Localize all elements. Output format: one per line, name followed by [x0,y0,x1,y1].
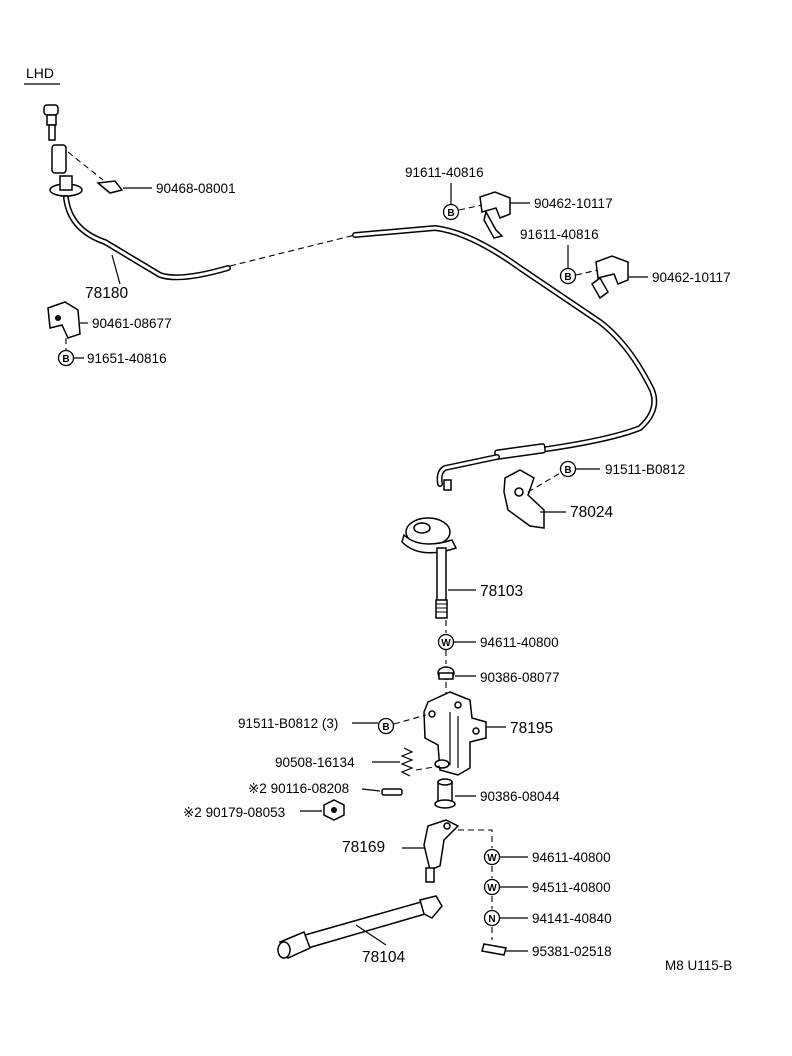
bolt-badge-91511-3 [377,717,395,735]
svg-text:W: W [487,853,497,864]
label-78103: 78103 [480,583,523,600]
label-78195: 78195 [510,720,553,737]
bolt-badge-91611-a [442,203,460,221]
variant-label: LHD [26,65,54,81]
bolt-badge-91511 [559,460,577,478]
label-90508-16134: 90508-16134 [275,755,355,770]
label-90386-08044: 90386-08044 [480,789,560,804]
svg-text:W: W [487,883,497,894]
cable-end-pin [443,479,452,491]
label-94511-40800: 94511-40800 [532,880,611,895]
label-90461-08677: 90461-08677 [92,316,172,331]
label-90179-08053: ※2 90179-08053 [183,805,285,820]
cable-knob-stem [46,114,57,126]
cable-grip [51,144,67,174]
label-91511-B0812: 91511-B0812 [605,462,685,477]
label-78104: 78104 [362,949,405,966]
bolt-badge-91651 [57,349,75,367]
label-94141-40840: 94141-40840 [532,911,612,926]
label-91611-40816-b: 91611-40816 [520,227,599,242]
shaft-78103 [401,517,458,619]
cable-78180 [43,104,231,281]
bracket-78024 [503,469,545,529]
bracket-90461 [47,301,81,339]
label-94611-40800-b: 94611-40800 [532,850,611,865]
label-90116-08208: ※2 90116-08208 [248,781,349,796]
cotter-pin-95381 [481,943,507,956]
label-91611-40816-a: 91611-40816 [405,165,484,180]
label-91511-B0812-3: 91511-B0812 (3) [238,716,338,731]
label-91651-40816: 91651-40816 [87,351,167,366]
svg-text:B: B [564,272,571,283]
label-90462-10117-b: 90462-10117 [652,270,731,285]
lever-78169 [423,819,460,883]
nut-badge-94141 [483,909,501,927]
bracket-90462-b [595,255,629,285]
svg-text:W: W [441,638,451,649]
label-94611-40800-a: 94611-40800 [480,635,559,650]
rod-78104 [277,895,443,959]
clip-90468 [96,180,124,194]
label-90468-08001: 90468-08001 [156,181,236,196]
label-95381-02518: 95381-02518 [532,944,612,959]
washer-badge-94611-a [437,633,455,651]
washer-badge-94511 [483,878,501,896]
cable-end-sleeve [494,443,546,460]
cable-break-line [229,234,356,267]
bolt-badge-91611-b [559,267,577,285]
spring-90508 [400,747,414,777]
svg-text:B: B [382,722,389,733]
label-90462-10117-a: 90462-10117 [534,196,613,211]
bolt-badge-letter: B [62,354,69,365]
cable-knob [43,104,59,116]
svg-text:N: N [488,914,495,925]
cable-collar [59,175,73,191]
pin-90116 [381,788,403,796]
svg-text:B: B [564,465,571,476]
cable-rod [48,124,56,141]
bracket-90462-a [479,191,511,219]
diagram-code: M8 U115-B [665,958,732,973]
label-90386-08077: 90386-08077 [480,670,560,685]
washer-badge-94611-b [483,848,501,866]
svg-text:B: B [447,208,454,219]
cable-main-run [352,225,658,491]
shaft-thread [435,599,448,619]
label-78024: 78024 [570,504,613,521]
label-78180: 78180 [85,285,128,302]
label-78169: 78169 [342,839,385,856]
bracket-78195 [423,691,487,776]
